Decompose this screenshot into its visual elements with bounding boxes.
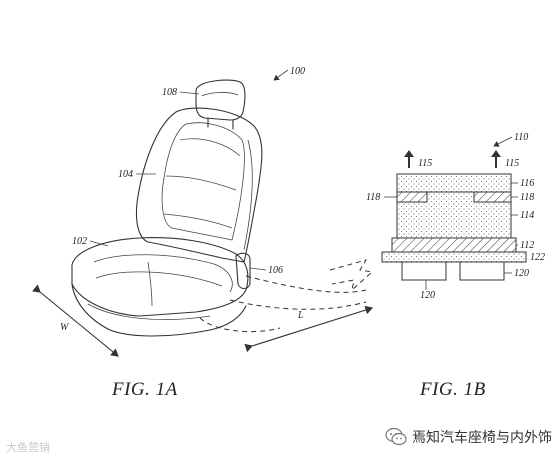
ref-102: 102 [72,236,87,247]
seat-drawing [32,79,374,357]
ref-114: 114 [520,210,534,221]
fan-left [401,261,447,281]
ref-120-left: 120 [420,290,435,301]
vent-left [396,191,428,203]
airflow-outlet [235,252,251,290]
ref-118-right: 118 [520,192,534,203]
watermark-left-text: 大鱼营销 [6,441,50,454]
ref-104: 104 [118,169,133,180]
airflow-arrow-left [404,150,414,168]
ref-122: 122 [530,252,545,263]
layer-stack [381,150,527,281]
base-layer [391,237,517,253]
fig1a-labels: 100 108 104 102 106 W L [60,66,305,333]
airflow-arrow-right [491,150,501,168]
caption-fig-1a: FIG. 1A [111,379,178,400]
fan-right [459,261,505,281]
ref-100: 100 [290,66,305,77]
ref-106: 106 [268,265,283,276]
ref-110: 110 [514,132,528,143]
top-layer [396,173,512,193]
airflow-arrow [329,259,374,292]
ref-120-right: 120 [514,268,529,279]
ref-115-left: 115 [418,158,432,169]
fig1b-labels: 110 115 115 116 118 118 114 112 122 120 … [366,132,545,301]
ref-108: 108 [162,87,177,98]
watermark-right: 焉知汽车座椅与内外饰 [385,427,552,447]
dim-l: L [297,310,304,321]
headrest [195,79,246,121]
vent-right [473,191,512,203]
caption-fig-1b: FIG. 1B [419,379,486,400]
seatback [135,107,263,263]
ref-115-right: 115 [505,158,519,169]
plate [381,251,527,263]
watermark-right-text: 焉知汽车座椅与内外饰 [412,430,552,446]
dim-w: W [60,322,70,333]
watermark-left: 大鱼营销 [6,439,50,455]
wechat-logo-icon [385,427,407,446]
ref-116: 116 [520,178,534,189]
ref-118-left: 118 [366,192,380,203]
ref-112: 112 [520,240,534,251]
